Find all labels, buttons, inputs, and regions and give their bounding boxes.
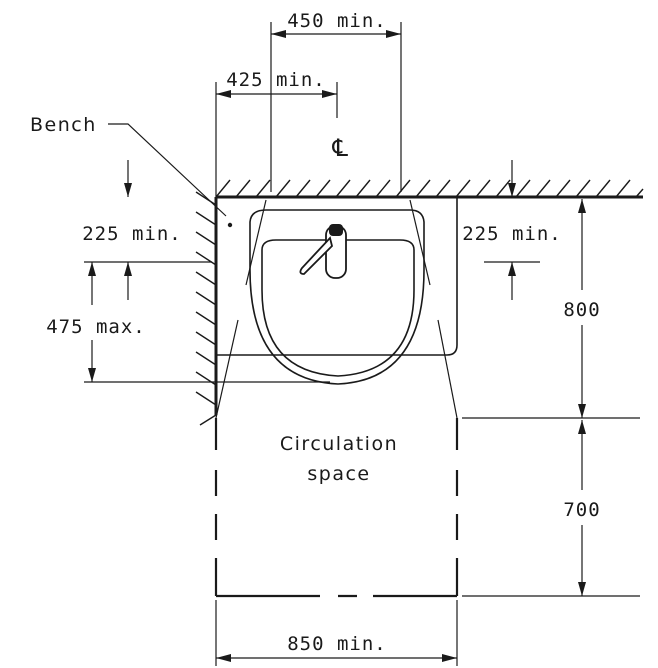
back-wall (215, 179, 644, 199)
dimension-425-label: 425 min. (226, 69, 326, 91)
bench-label: Bench (30, 114, 97, 136)
bench-callout: Bench (30, 114, 227, 217)
dimension-225-min-right: 225 min. (462, 160, 562, 300)
circulation-label-line2: space (307, 463, 370, 485)
basin-rim (249, 209, 425, 385)
side-wall (195, 191, 218, 426)
dimension-800-label: 800 (563, 299, 600, 321)
dimension-450-label: 450 min. (287, 10, 387, 32)
dimension-800: 800 (462, 199, 640, 419)
dimension-225-left-label: 225 min. (82, 223, 182, 245)
dimension-425-min: 425 min. ℄ (215, 69, 350, 197)
bench-corner-dot (227, 222, 233, 228)
dimension-850-min: 850 min. (215, 600, 458, 666)
dimension-475-label: 475 max. (46, 316, 146, 338)
basin-bowl (261, 239, 415, 377)
basin (249, 209, 425, 385)
circulation-space: Circulation space (214, 418, 459, 598)
dimension-475-max: 475 max. (46, 262, 330, 383)
dimension-225-right-label: 225 min. (462, 223, 562, 245)
centreline-symbol: ℄ (332, 134, 350, 162)
back-wall-hatching (215, 179, 644, 198)
circulation-label-line1: Circulation (280, 433, 398, 455)
knee-clearance-lines (215, 199, 458, 419)
dimension-700: 700 (462, 420, 640, 597)
dimension-700-label: 700 (563, 499, 600, 521)
tap-icon (299, 224, 347, 279)
dimension-850-label: 850 min. (287, 633, 387, 655)
side-wall-hatching (195, 191, 217, 426)
dimension-225-min-left: 225 min. (82, 160, 212, 300)
bench-outline (216, 196, 458, 356)
dimension-450-min: 450 min. (270, 10, 402, 192)
